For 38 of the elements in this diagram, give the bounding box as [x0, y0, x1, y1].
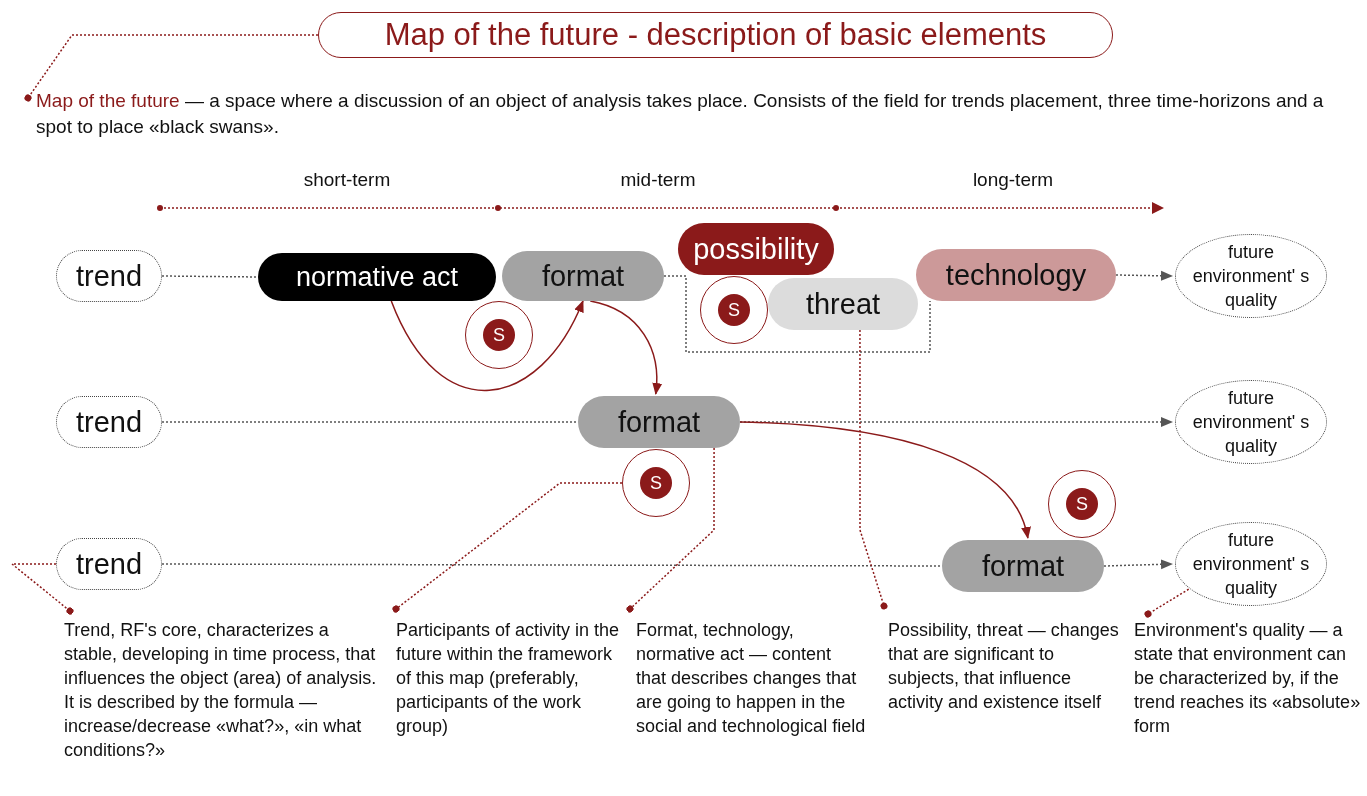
term-pill: format [502, 251, 664, 301]
term-pill: normative act [258, 253, 496, 301]
title-box: Map of the future - description of basic elements [318, 12, 1113, 58]
trend-pill: trend [56, 396, 162, 448]
trend-pill: trend [56, 250, 162, 302]
arrow [1103, 559, 1173, 570]
leader-line [859, 329, 888, 610]
description-text: Environment's quality — a state that environment can be characterized by, if the trend reaches its «absolute» form [1134, 618, 1362, 738]
arrow [589, 300, 662, 395]
time-horizon-label: long-term [972, 169, 1054, 191]
leader-line [9, 563, 74, 615]
time-horizon-label: short-term [303, 169, 391, 191]
leader-line [1144, 588, 1190, 618]
arrow [1115, 270, 1173, 281]
time-horizon-label: mid-term [620, 169, 696, 191]
subject-circle: S [622, 449, 690, 517]
subject-circle: S [1048, 470, 1116, 538]
arrow [739, 421, 1030, 539]
term-pill: format [578, 396, 740, 448]
term-pill: threat [768, 278, 918, 330]
trend-pill: trend [56, 538, 162, 590]
term-pill: possibility [678, 223, 834, 275]
outcome-ellipse: future environment' s quality [1175, 234, 1327, 318]
description-text: Trend, RF's core, characterizes a stable, developing in time process, that influences the object (area) of analysis. It is described by the formula — increase/decrease «what?», «in what conditions?» [64, 618, 384, 762]
term-pill: technology [916, 249, 1116, 301]
intro-text: Map of the future — a space where a discussion of an object of analysis takes place. Consists of the field for trends placement, three time-horizons and a spot to place «black swans». [36, 88, 1331, 140]
leader-line [24, 34, 319, 102]
arrow [390, 300, 584, 391]
description-text: Possibility, threat — changes that are significant to subjects, that influence activity and existence itself [888, 618, 1128, 714]
leader-line [626, 447, 715, 613]
description-text: Participants of activity in the future within the framework of this map (preferably, participants of the work group) [396, 618, 621, 738]
subject-circle: S [465, 301, 533, 369]
outcome-ellipse: future environment' s quality [1175, 522, 1327, 606]
outcome-ellipse: future environment' s quality [1175, 380, 1327, 464]
term-pill: format [942, 540, 1104, 592]
leader-line [392, 482, 623, 613]
description-text: Format, technology, normative act — content that describes changes that are going to happen in the social and technological field [636, 618, 866, 738]
subject-circle: S [700, 276, 768, 344]
